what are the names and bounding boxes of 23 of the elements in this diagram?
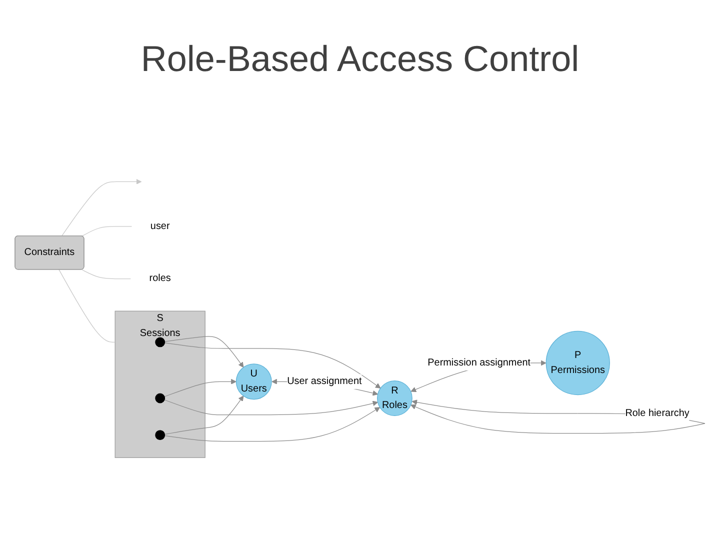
connector (82, 269, 131, 280)
connector (82, 226, 132, 237)
node-circle: R Roles (377, 380, 412, 416)
node-circle (155, 337, 166, 348)
node-circle: U Users (236, 364, 272, 400)
node-circle (155, 393, 166, 404)
node-text: roles (149, 273, 171, 284)
node-text: user (150, 220, 170, 232)
arrow (164, 400, 378, 416)
node-circle (155, 430, 166, 440)
arrow (164, 396, 244, 435)
connector (58, 269, 116, 343)
arrow (164, 378, 236, 397)
arrow (164, 342, 381, 388)
arrow (164, 336, 244, 368)
cluster: S Sessions (114, 310, 206, 458)
edge-label: Role hierarchy (625, 408, 690, 418)
arrow (164, 407, 380, 442)
arrow (61, 178, 142, 236)
diagram-title: Role-Based Access Control (140, 38, 580, 80)
edge-label: Permission assignment (428, 357, 531, 368)
node-circle: P Permissions (546, 330, 610, 396)
edge-label: User assignment (287, 376, 362, 387)
